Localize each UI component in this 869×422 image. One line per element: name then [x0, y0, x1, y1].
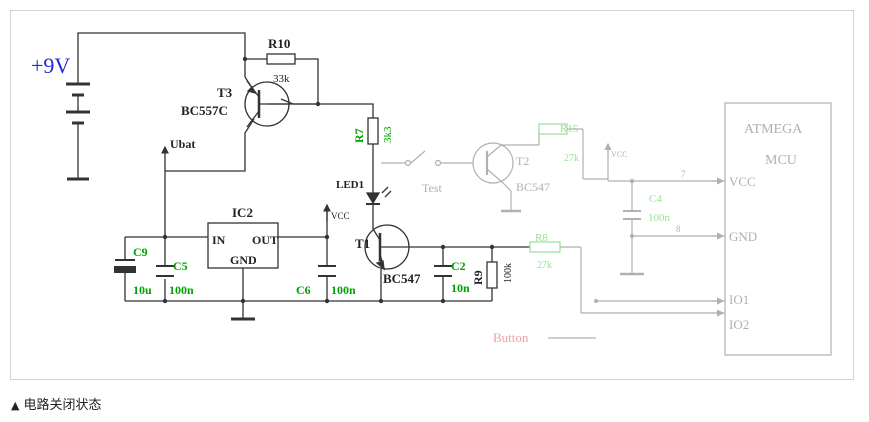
c6-ref: C6 — [296, 283, 311, 297]
figure-caption: ▲电路关闭状态 — [11, 394, 101, 413]
r8-value: 27k — [537, 260, 552, 271]
r7-resistor-icon — [367, 117, 379, 145]
circuit-schematic: +9V R10 33k T3 BC557C Ubat R7 3k3 LED1 T… — [31, 32, 832, 356]
led1-ref: LED1 — [336, 179, 364, 191]
ic2-regulator-box — [207, 222, 279, 269]
t3-transistor-icon — [244, 80, 290, 128]
c4-ref: C4 — [649, 193, 662, 205]
t2-ref: T2 — [516, 154, 529, 168]
t2-value: BC547 — [516, 180, 550, 194]
junction-dots — [162, 56, 495, 304]
caption-text: 电路关闭状态 — [23, 398, 102, 413]
mcu-pin-gnd: GND — [729, 229, 757, 244]
r7-value: 3k3 — [382, 126, 394, 143]
c9-capacitor-icon — [114, 259, 136, 273]
ic2-pin-gnd: GND — [230, 253, 257, 267]
r7-ref: R7 — [352, 128, 366, 143]
t1-transistor-icon — [364, 224, 410, 271]
r15-ref: R15 — [560, 123, 579, 135]
r10-value: 33k — [273, 73, 290, 85]
c6-value: 100n — [331, 283, 356, 297]
ic2-pin-in: IN — [212, 233, 226, 247]
led1-diode-icon — [365, 173, 392, 207]
r10-resistor-icon — [266, 53, 296, 65]
button-label: Button — [493, 330, 529, 345]
t1-ref: T1 — [355, 236, 370, 251]
inactive-wiring — [381, 102, 832, 356]
net-7-label: 7 — [681, 169, 686, 179]
net-8-label: 8 — [676, 224, 681, 234]
ubat-label: Ubat — [170, 137, 195, 151]
c6-capacitor-icon — [318, 265, 336, 277]
mcu-pin-io2: IO2 — [729, 317, 749, 332]
supply-label: +9V — [31, 53, 70, 78]
c4-value: 100n — [648, 212, 671, 224]
c5-ref: C5 — [173, 259, 188, 273]
c2-capacitor-icon — [434, 265, 452, 277]
schematic-frame: +9V R10 33k T3 BC557C Ubat R7 3k3 LED1 T… — [10, 10, 854, 380]
caption-marker-icon: ▲ — [11, 399, 20, 412]
r9-resistor-icon — [486, 261, 498, 289]
c9-value: 10u — [133, 283, 152, 297]
c9-ref: C9 — [133, 245, 148, 259]
c5-value: 100n — [169, 283, 194, 297]
vcc2-label: VCC — [611, 150, 627, 159]
r9-value: 100k — [503, 263, 514, 283]
t3-value: BC557C — [181, 103, 228, 118]
vcc1-label: VCC — [331, 211, 350, 221]
mcu-pin-io1: IO1 — [729, 292, 749, 307]
c2-ref: C2 — [451, 259, 466, 273]
test-label: Test — [422, 181, 442, 195]
ic2-ref: IC2 — [232, 205, 253, 220]
c5-capacitor-icon — [156, 265, 174, 277]
mcu-pin-vcc: VCC — [729, 174, 756, 189]
t1-value: BC547 — [383, 271, 421, 286]
r8-ref: R8 — [535, 232, 548, 244]
mcu-title-1: ATMEGA — [744, 122, 803, 137]
mcu-title-2: MCU — [765, 153, 797, 168]
t3-ref: T3 — [217, 85, 233, 100]
ic2-pin-out: OUT — [252, 233, 278, 247]
c2-value: 10n — [451, 281, 470, 295]
inactive-pin-arrows — [711, 177, 725, 317]
r15-value: 27k — [564, 153, 579, 164]
active-wiring — [66, 32, 530, 321]
r9-ref: R9 — [471, 270, 485, 285]
inactive-junctions — [594, 179, 634, 303]
r10-ref: R10 — [268, 36, 290, 51]
